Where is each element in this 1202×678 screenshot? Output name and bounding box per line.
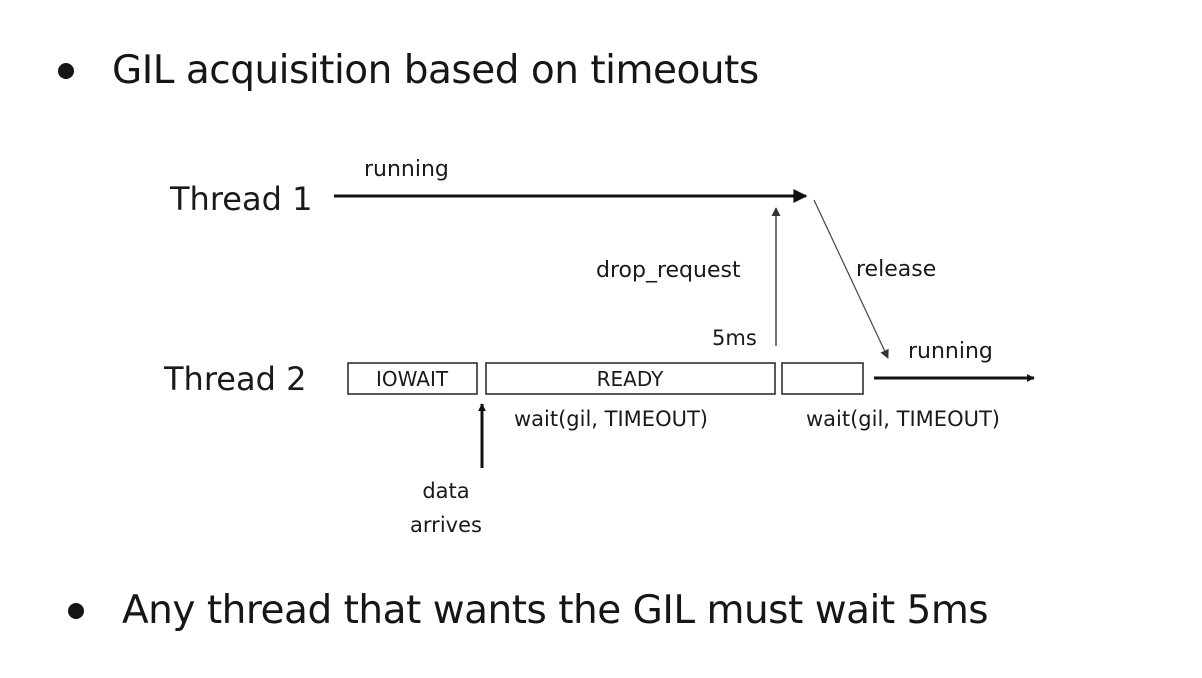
bullet-text: GIL acquisition based on timeouts: [112, 48, 759, 93]
ready-state-box: [485, 362, 776, 395]
bullet-point: Any thread that wants the GIL must wait …: [68, 588, 989, 633]
bullet-dot-icon: [58, 62, 74, 79]
wait-call-label-2: wait(gil, TIMEOUT): [806, 407, 1000, 431]
data-arrives-label-line2: arrives: [410, 513, 482, 537]
data-arrives-label-line1: data: [422, 479, 469, 503]
wait-state-box: [781, 362, 864, 395]
bullet-point: GIL acquisition based on timeouts: [58, 48, 759, 93]
ready-state-label: READY: [597, 367, 665, 391]
wait-call-label-1: wait(gil, TIMEOUT): [514, 407, 708, 431]
bullet-text: Any thread that wants the GIL must wait …: [122, 588, 989, 633]
iowait-state-label: IOWAIT: [376, 367, 449, 391]
iowait-state-box: [347, 362, 478, 395]
thread-1-label: Thread 1: [169, 180, 312, 218]
timeout-interval-label: 5ms: [712, 326, 757, 350]
thread-2-label: Thread 2: [163, 360, 306, 398]
bullet-dot-icon: [68, 602, 84, 619]
thread-2-running-label: running: [908, 339, 993, 364]
drop-request-label: drop_request: [596, 258, 741, 283]
release-arrow: [813, 199, 889, 359]
thread-1-running-label: running: [364, 157, 449, 182]
release-label: release: [856, 257, 936, 282]
